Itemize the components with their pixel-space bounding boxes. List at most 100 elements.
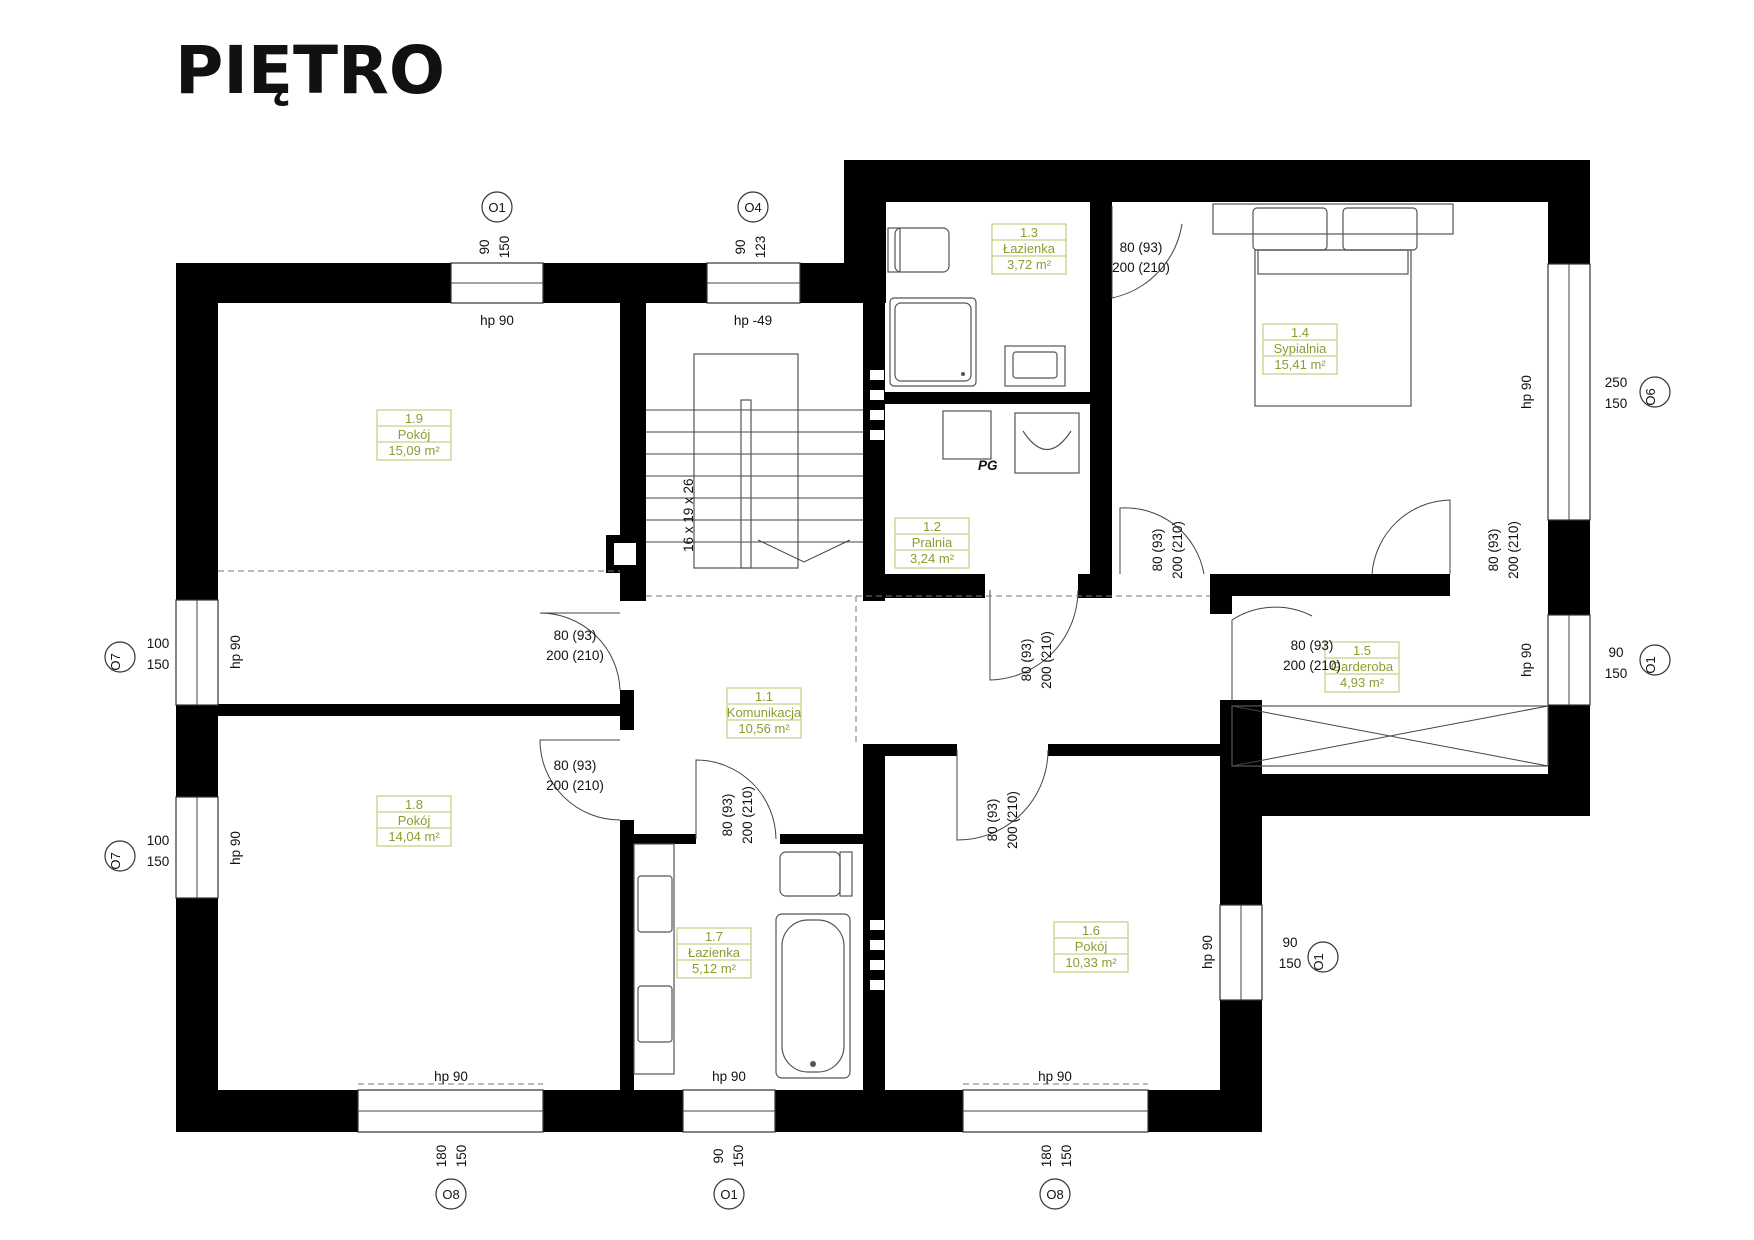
room-number: 1.2 bbox=[923, 519, 941, 534]
room-name: Łazienka bbox=[688, 945, 741, 960]
room-name: Sypialnia bbox=[1274, 341, 1328, 356]
room-area: 3,72 m² bbox=[1007, 257, 1052, 272]
window-tag-o1: O1 bbox=[713, 1178, 745, 1210]
window-size-label: 90 bbox=[711, 1148, 726, 1163]
room-area: 14,04 m² bbox=[388, 829, 440, 844]
window-size-label: 250 bbox=[1605, 375, 1628, 390]
room-number: 1.4 bbox=[1291, 325, 1309, 340]
sill-height-label: hp 90 bbox=[1519, 375, 1534, 409]
window-size-label: 150 bbox=[1059, 1145, 1074, 1168]
window-tag-label: O7 bbox=[108, 653, 123, 670]
window-size-label: 180 bbox=[1039, 1145, 1054, 1168]
room-area: 10,33 m² bbox=[1065, 955, 1117, 970]
window-tag-o1: O1 bbox=[1639, 644, 1671, 676]
room-number: 1.5 bbox=[1353, 643, 1371, 658]
window-tag-o1: O1 bbox=[1307, 941, 1339, 973]
room-area: 4,93 m² bbox=[1340, 675, 1385, 690]
room-number: 1.9 bbox=[405, 411, 423, 426]
door-size-label: 80 (93) bbox=[985, 799, 1000, 842]
door-size-label: 80 (93) bbox=[720, 794, 735, 837]
room-name: Garderoba bbox=[1331, 659, 1394, 674]
door-size-label: 80 (93) bbox=[1019, 639, 1034, 682]
door-swings bbox=[539, 206, 1451, 841]
door-size-label: 80 (93) bbox=[1291, 638, 1334, 653]
room-number: 1.8 bbox=[405, 797, 423, 812]
window-tag-label: O8 bbox=[442, 1187, 459, 1202]
sill-height-label: hp 90 bbox=[480, 313, 514, 328]
window-size-label: 90 bbox=[1608, 645, 1623, 660]
window-size-label: 90 bbox=[733, 239, 748, 254]
room-name: Pokój bbox=[398, 427, 431, 442]
window-tag-label: O1 bbox=[720, 1187, 737, 1202]
room-name: Pralnia bbox=[912, 535, 953, 550]
door-size-label: 200 (210) bbox=[1506, 521, 1521, 579]
stair-label: 16 x 19 x 26 bbox=[681, 478, 696, 552]
window-tag-o4: O4 bbox=[737, 191, 769, 223]
door-size-label: 80 (93) bbox=[1120, 240, 1163, 255]
window-tag-label: O1 bbox=[488, 200, 505, 215]
door-size-label: 80 (93) bbox=[554, 758, 597, 773]
door-size-label: 80 (93) bbox=[1486, 529, 1501, 572]
window-size-label: 100 bbox=[147, 833, 170, 848]
room-name: Pokój bbox=[1075, 939, 1108, 954]
window-size-label: 150 bbox=[147, 657, 170, 672]
window-tag-label: O1 bbox=[1311, 953, 1326, 970]
window-tag-label: O1 bbox=[1643, 656, 1658, 673]
room-area: 15,09 m² bbox=[388, 443, 440, 458]
floor-title: PIĘTRO bbox=[175, 32, 445, 109]
door-size-label: 200 (210) bbox=[1005, 791, 1020, 849]
sill-height-label: hp 90 bbox=[228, 635, 243, 669]
room-number: 1.1 bbox=[755, 689, 773, 704]
window-size-label: 150 bbox=[1279, 956, 1302, 971]
sill-height-label: hp 90 bbox=[228, 831, 243, 865]
window-size-label: 123 bbox=[753, 236, 768, 259]
door-size-label: 200 (210) bbox=[740, 786, 755, 844]
room-name: Pokój bbox=[398, 813, 431, 828]
door-size-label: 200 (210) bbox=[546, 778, 604, 793]
window-size-label: 150 bbox=[1605, 396, 1628, 411]
window-size-label: 150 bbox=[497, 236, 512, 259]
window-size-label: 180 bbox=[434, 1145, 449, 1168]
window-size-label: 90 bbox=[1282, 935, 1297, 950]
door-size-label: 80 (93) bbox=[1150, 529, 1165, 572]
pg-label: PG bbox=[978, 458, 998, 473]
room-area: 5,12 m² bbox=[692, 961, 737, 976]
window-tag-o1: O1 bbox=[481, 191, 513, 223]
window-size-label: 150 bbox=[731, 1145, 746, 1168]
window-tag-label: O6 bbox=[1643, 388, 1658, 405]
door-size-label: 200 (210) bbox=[1112, 260, 1170, 275]
window-size-label: 90 bbox=[477, 239, 492, 254]
room-number: 1.6 bbox=[1082, 923, 1100, 938]
window-tag-o8: O8 bbox=[435, 1178, 467, 1210]
room-area: 3,24 m² bbox=[910, 551, 955, 566]
window-tag-label: O4 bbox=[744, 200, 761, 215]
window-tag-o8: O8 bbox=[1039, 1178, 1071, 1210]
window-size-label: 100 bbox=[147, 636, 170, 651]
room-number: 1.7 bbox=[705, 929, 723, 944]
window-tag-label: O7 bbox=[108, 852, 123, 869]
walls bbox=[176, 160, 1590, 1132]
room-area: 10,56 m² bbox=[738, 721, 790, 736]
room-area: 15,41 m² bbox=[1274, 357, 1326, 372]
window-size-label: 150 bbox=[147, 854, 170, 869]
windows bbox=[175, 262, 1591, 1133]
window-tag-o7: O7 bbox=[104, 641, 136, 673]
window-size-label: 150 bbox=[1605, 666, 1628, 681]
window-tag-label: O8 bbox=[1046, 1187, 1063, 1202]
room-number: 1.3 bbox=[1020, 225, 1038, 240]
sill-height-label: hp 90 bbox=[712, 1069, 746, 1084]
room-name: Komunikacja bbox=[727, 705, 802, 720]
door-size-label: 200 (210) bbox=[1283, 658, 1341, 673]
window-size-label: 150 bbox=[454, 1145, 469, 1168]
sill-height-label: hp 90 bbox=[1200, 935, 1215, 969]
